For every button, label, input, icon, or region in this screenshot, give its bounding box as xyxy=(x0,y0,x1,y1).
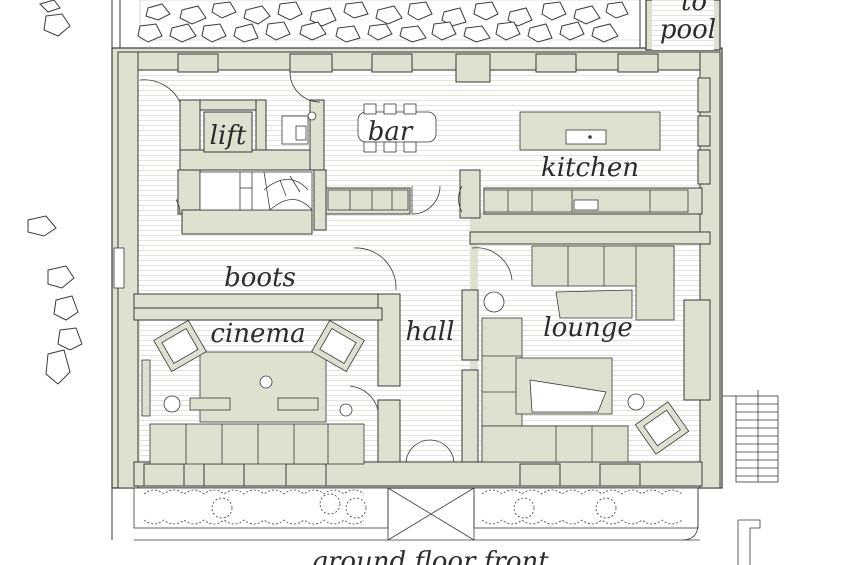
room-label-boots: boots xyxy=(224,263,296,293)
room-label-pool: pool xyxy=(660,15,716,45)
garden-stones-left xyxy=(27,0,83,385)
room-label-bar: bar xyxy=(368,117,414,147)
room-label-cinema: cinema xyxy=(210,319,305,349)
room-label-lounge: lounge xyxy=(543,313,633,343)
room-label-hall: hall xyxy=(406,317,455,347)
garden-stones-top xyxy=(137,0,641,43)
cinema-furniture xyxy=(141,319,365,465)
bar-table xyxy=(357,103,437,153)
kitchen-island xyxy=(519,111,661,151)
front-planters xyxy=(133,487,700,541)
room-label-to: to xyxy=(681,0,707,17)
plan-caption: ground floor front xyxy=(311,547,549,565)
door-swings xyxy=(139,71,513,463)
external-stairs xyxy=(722,390,779,565)
room-label-kitchen: kitchen xyxy=(541,153,639,183)
boots-bench xyxy=(142,170,176,286)
counters xyxy=(327,189,689,213)
lift-box xyxy=(203,111,253,153)
lounge-furniture xyxy=(481,245,690,463)
staircase xyxy=(199,171,313,211)
side-window xyxy=(113,247,125,289)
wc-fixtures xyxy=(281,111,317,145)
room-label-lift: lift xyxy=(210,121,247,151)
